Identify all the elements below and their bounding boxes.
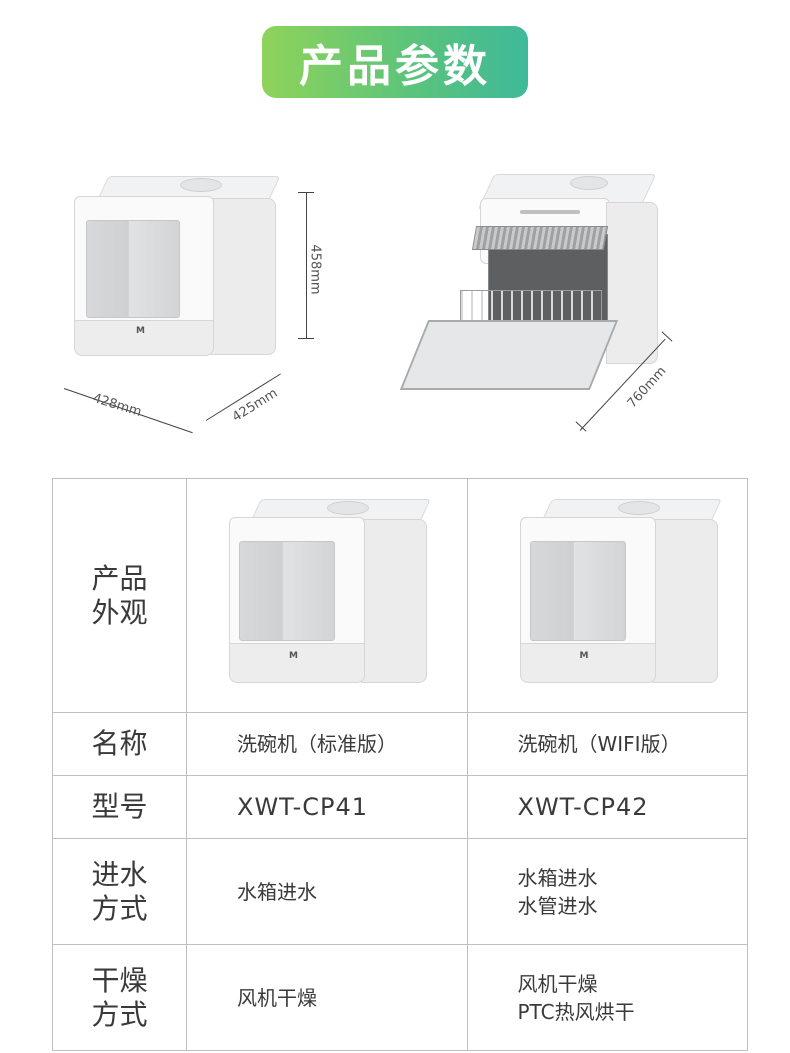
row-header-appearance: 产品 外观 [52, 478, 187, 713]
product-image-wifi: M [466, 478, 748, 713]
model-wifi: XWT-CP42 [466, 775, 748, 839]
depth-dimension-label: 425mm [229, 385, 281, 426]
height-dimension-label: 458mm [307, 244, 323, 295]
row-header-drying: 干燥 方式 [52, 944, 187, 1051]
model-standard: XWT-CP41 [186, 775, 468, 839]
product-image-standard: M [186, 478, 468, 713]
table-row: 名称 洗碗机（标准版） 洗碗机（WIFI版） [52, 712, 748, 776]
table-row: 干燥 方式 风机干燥 风机干燥 PTC热风烘干 [52, 944, 748, 1051]
name-wifi: 洗碗机（WIFI版） [466, 712, 748, 776]
row-header-name: 名称 [52, 712, 187, 776]
brand-logo: M [579, 651, 589, 661]
table-row: 产品 外观 M M [52, 478, 748, 713]
dishwasher-open-illustration [399, 170, 660, 410]
water-inlet-standard: 水箱进水 [186, 838, 468, 945]
dishwasher-wifi-illustration: M [518, 495, 722, 695]
page-title: 产品参数 [262, 26, 528, 98]
dishwasher-closed-illustration: M [70, 170, 281, 380]
brand-logo: M [289, 651, 298, 661]
row-header-model: 型号 [52, 775, 187, 839]
dishwasher-standard-illustration: M [227, 495, 431, 695]
width-dimension-label: 428mm [90, 390, 144, 421]
table-row: 型号 XWT-CP41 XWT-CP42 [52, 775, 748, 839]
drying-standard: 风机干燥 [186, 944, 468, 1051]
spec-table: 产品 外观 M M [52, 478, 748, 1051]
table-row: 进水 方式 水箱进水 水箱进水 水管进水 [52, 838, 748, 945]
name-standard: 洗碗机（标准版） [186, 712, 468, 776]
brand-logo: M [136, 326, 145, 336]
row-header-water-inlet: 进水 方式 [52, 838, 187, 945]
water-inlet-wifi: 水箱进水 水管进水 [466, 838, 748, 945]
drying-wifi: 风机干燥 PTC热风烘干 [466, 944, 748, 1051]
height-dimension-line [306, 192, 307, 338]
